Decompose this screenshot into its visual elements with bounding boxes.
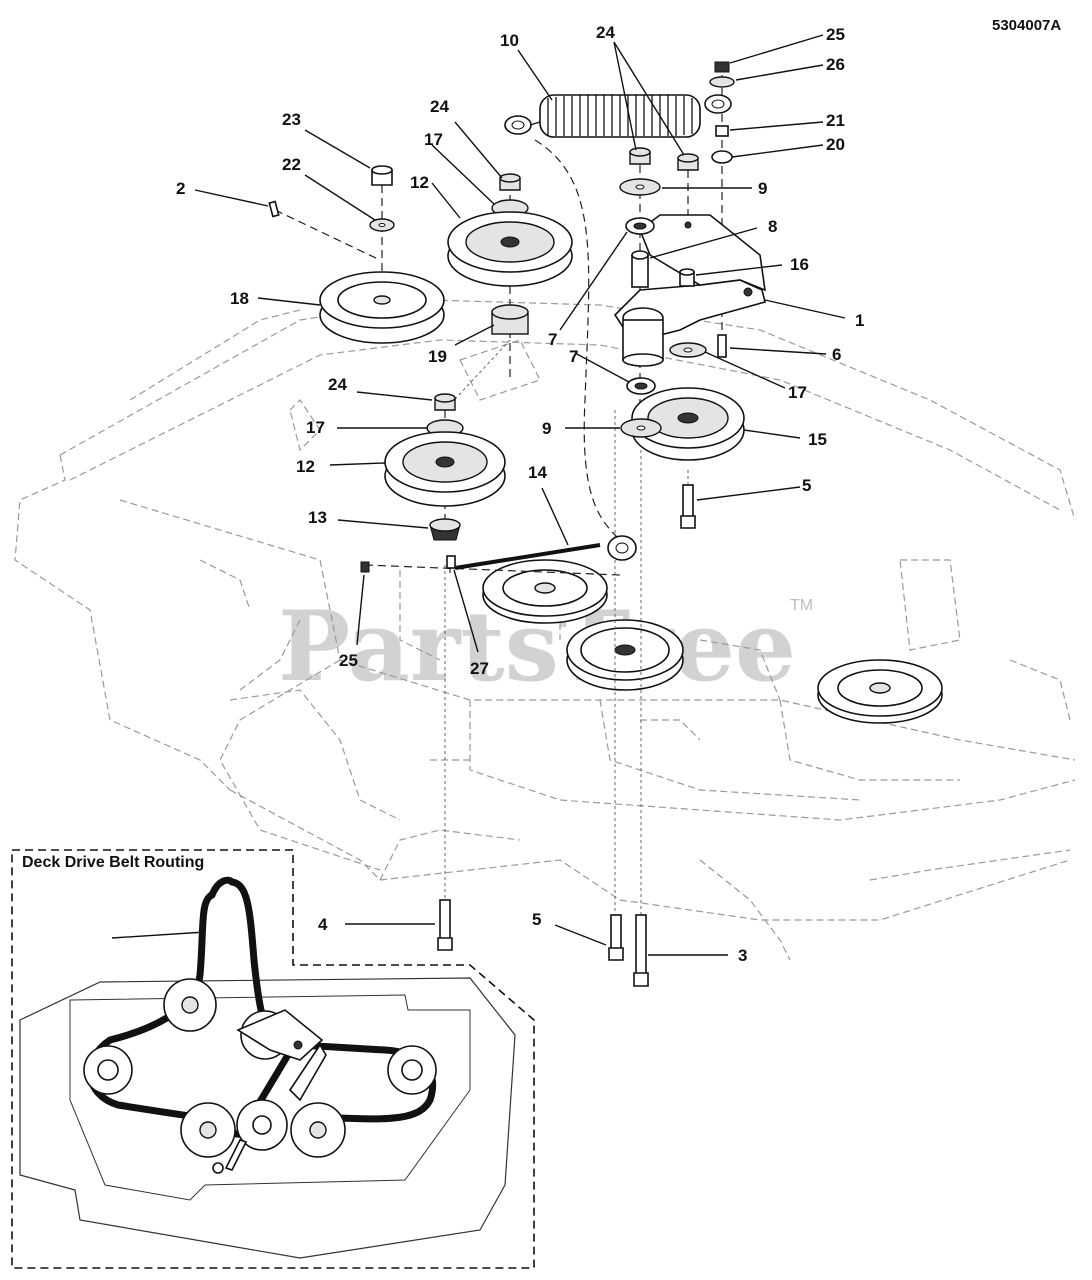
washer-17-right [669,342,707,358]
pulley-18 [319,271,445,344]
callout-21: 21 [826,111,845,130]
leader-lines [194,34,846,956]
callout-17-right: 17 [788,383,807,402]
callout-4: 4 [318,915,328,934]
nut-25-27 [360,555,456,573]
callout-17-top: 17 [424,130,443,149]
callout-19: 19 [428,347,447,366]
watermark-trademark: TM [790,597,813,614]
callout-24-center: 24 [430,97,449,116]
callout-26: 26 [826,55,845,74]
callout-12-upper: 12 [410,173,429,192]
callout-27: 27 [470,659,489,678]
callout-22: 22 [282,155,301,174]
bolt-4 [437,899,453,951]
callout-23: 23 [282,110,301,129]
callout-25-lower: 25 [339,651,358,670]
callout-12-lower: 12 [296,457,315,476]
callout-18: 18 [230,289,249,308]
callout-16: 16 [790,255,809,274]
belt-routing-inset: Deck Drive Belt Routing [11,849,535,1269]
nut-23 [371,165,393,186]
pin-2 [268,200,280,218]
callout-25-top: 25 [826,25,845,44]
callout-5-lower: 5 [532,910,541,929]
pulley-12-lower [384,431,506,507]
callout-7-lower: 7 [569,347,578,366]
bearing-7-lower [626,377,656,395]
callout-10: 10 [500,31,519,50]
inset-title: Deck Drive Belt Routing [22,854,204,871]
spring-10 [504,94,732,138]
rod-14 [454,535,637,570]
nut-24-right [629,147,699,171]
nut-24-top-center [499,173,521,191]
callout-labels: 5304007A 1 2 3 4 5 5 6 7 7 8 9 9 10 11 1… [80,17,1061,965]
bearing-7-top [625,217,655,235]
bolt-5-upper [680,484,696,529]
callout-17-lower: 17 [306,418,325,437]
callout-3: 3 [738,946,747,965]
callout-24-right: 24 [596,23,615,42]
spacer-13 [429,518,461,541]
callout-24-lower: 24 [328,375,347,394]
left-spindle-pulley [482,559,608,624]
callout-5-upper: 5 [802,476,811,495]
callout-13: 13 [308,508,327,527]
callout-15: 15 [808,430,827,449]
callout-8: 8 [768,217,777,236]
diagram-code: 5304007A [992,17,1061,34]
washer-9-lower [620,418,662,438]
callout-1: 1 [855,311,864,330]
hardware-25-26-21-20 [709,61,735,164]
bolt-5-lower [608,914,624,961]
callout-9-lower: 9 [542,419,551,438]
callout-20: 20 [826,135,845,154]
spacer-16 [679,268,695,287]
nut-24-lower [434,393,456,411]
callout-14: 14 [528,463,547,482]
callout-7-top: 7 [548,330,557,349]
bolt-3 [633,914,649,987]
callout-9-top: 9 [758,179,767,198]
pulley-12-upper [447,211,573,287]
pulley-15 [631,387,745,461]
washer-22 [369,218,395,232]
spacer-19 [491,304,529,335]
callout-2: 2 [176,179,185,198]
washer-9-top [619,178,661,196]
center-idler-pulley [566,619,684,691]
right-spindle-pulley [817,659,943,724]
callout-6: 6 [832,345,841,364]
bolt-6 [717,334,727,358]
spacer-8 [631,250,649,288]
